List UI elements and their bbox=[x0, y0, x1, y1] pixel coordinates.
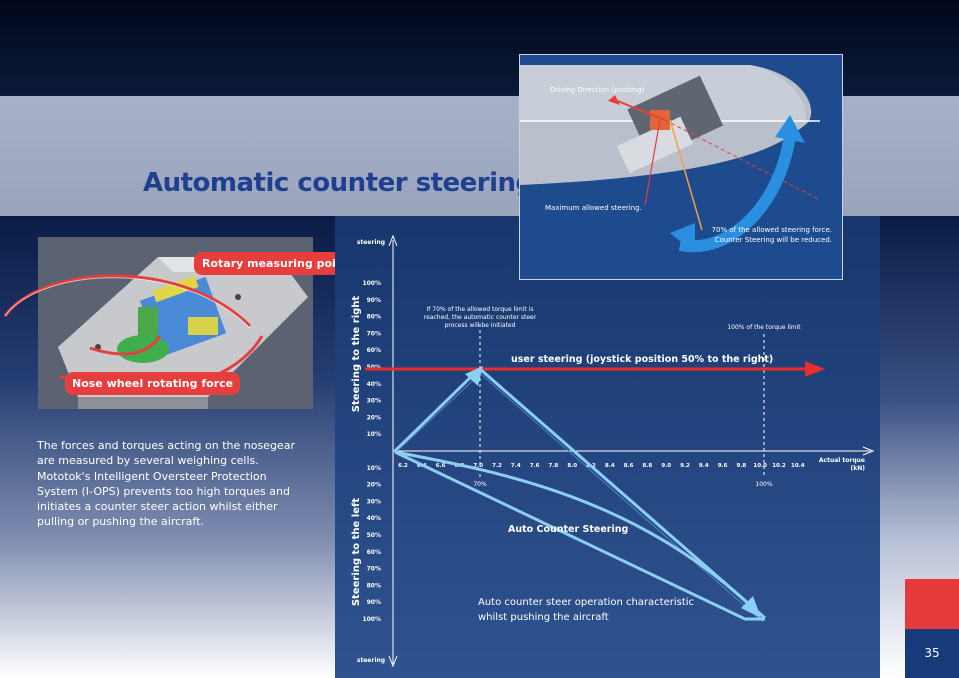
x-tick: 9.0 bbox=[661, 463, 671, 469]
x-tick: 7.6 bbox=[530, 463, 540, 469]
auto-counter-steering-label: Auto Counter Steering bbox=[508, 524, 628, 535]
y-tick-neg: 20% bbox=[367, 482, 381, 489]
x-axis-label: Actual torque bbox=[819, 457, 865, 464]
y-tick-pos: 100% bbox=[362, 280, 381, 287]
x-axis-unit: (kN) bbox=[851, 465, 866, 472]
rotating-force-arcs bbox=[3, 274, 264, 393]
y-tick-pos: 10% bbox=[367, 431, 381, 438]
y-tick-pos: 70% bbox=[367, 330, 381, 337]
aircraft-inset: Driving Direction (pushing) Maximum allo… bbox=[519, 54, 843, 280]
y-tick-neg: 40% bbox=[367, 515, 381, 522]
y-tick-neg: 50% bbox=[367, 532, 381, 539]
nosegear-illustration bbox=[38, 237, 313, 409]
inset-driving-direction: Driving Direction (pushing) bbox=[550, 86, 645, 94]
x-tick: 7.2 bbox=[492, 463, 502, 469]
y-tick-neg: 100% bbox=[362, 616, 381, 623]
y-tick-neg: 10% bbox=[367, 465, 381, 472]
y-tick-neg: 60% bbox=[367, 549, 381, 556]
y-tick-neg: 70% bbox=[367, 566, 381, 573]
inset-reduced-line2: Counter Steering will be reduced. bbox=[715, 236, 832, 244]
page-tab-red bbox=[905, 579, 959, 629]
inset-max-steering: Maximum allowed steering. bbox=[545, 204, 642, 212]
callout-rotary-measuring-point: Rotary measuring point bbox=[194, 252, 357, 275]
torque-steering-chart: steering steering Steering to the right … bbox=[351, 234, 875, 668]
page-number: 35 bbox=[924, 646, 940, 660]
y-tick-pos: 90% bbox=[367, 297, 381, 304]
y-tick-pos: 40% bbox=[367, 381, 381, 388]
x-tick: 9.2 bbox=[680, 463, 690, 469]
x-tick: 7.8 bbox=[549, 463, 559, 469]
y-tick-neg: 30% bbox=[367, 498, 381, 505]
y-tick-pos: 60% bbox=[367, 347, 381, 354]
user-steering-arrowhead bbox=[805, 361, 825, 377]
y-tick-pos: 80% bbox=[367, 314, 381, 321]
x-tick: 10.0 bbox=[753, 463, 767, 469]
y-axis-left-label: Steering to the left bbox=[351, 498, 362, 607]
x-tick: 8.8 bbox=[643, 463, 653, 469]
x-tick: 7.4 bbox=[511, 463, 521, 469]
user-steering-label: user steering (joystick position 50% to … bbox=[511, 354, 773, 365]
x-tick: 6.6 bbox=[436, 463, 446, 469]
x-tick: 9.8 bbox=[737, 463, 747, 469]
x-tick: 10.2 bbox=[772, 463, 786, 469]
y-tick-pos: 30% bbox=[367, 398, 381, 405]
x-tick: 6.2 bbox=[398, 463, 408, 469]
body-paragraph: The forces and torques acting on the nos… bbox=[37, 439, 295, 529]
x-tick: 9.6 bbox=[718, 463, 728, 469]
annotation-70-line2: reached, the automatic counter steer bbox=[424, 314, 537, 321]
y-tick-neg: 80% bbox=[367, 582, 381, 589]
counter-steer-curves bbox=[393, 366, 766, 623]
pushing-characteristic-line1: Auto counter steer operation characteris… bbox=[478, 597, 694, 608]
y-bottom-label: steering bbox=[357, 657, 385, 664]
x-tick: 10.4 bbox=[791, 463, 805, 469]
x-tick: 8.6 bbox=[624, 463, 634, 469]
y-top-label: steering bbox=[357, 239, 385, 246]
chart-panel bbox=[335, 216, 880, 678]
marker-100-label: 100% bbox=[755, 481, 772, 488]
y-tick-neg: 90% bbox=[367, 599, 381, 606]
inset-reduced-line1: 70% of the allowed steering force. bbox=[712, 226, 832, 234]
marker-70-label: 70% bbox=[473, 481, 487, 488]
y-axis-right-label: Steering to the right bbox=[351, 296, 362, 413]
annotation-70-line1: If 70% of the allowed torque limit is bbox=[427, 306, 534, 313]
x-tick: 7.0 bbox=[473, 463, 483, 469]
pushing-characteristic-line2: whilst pushing the aircraft bbox=[478, 612, 609, 623]
y-tick-pos: 20% bbox=[367, 414, 381, 421]
x-tick: 9.4 bbox=[699, 463, 709, 469]
callout-nose-wheel-rotating-force: Nose wheel rotating force bbox=[65, 372, 241, 395]
page-title: Automatic counter steering bbox=[143, 168, 534, 198]
y-tick-labels: 100% 90% 80% 70% 60% 50% 40% 30% 20% 10% 10% 20% 30%… bbox=[362, 280, 381, 623]
x-tick: 8.0 bbox=[567, 463, 577, 469]
aircraft-nose-diagram: Driving Direction (pushing) Maximum allo… bbox=[520, 55, 842, 279]
annotation-70-line3: process will be initiated bbox=[445, 322, 516, 329]
x-tick: 8.4 bbox=[605, 463, 615, 469]
page-tab-blue bbox=[905, 629, 959, 678]
annotation-100: 100% of the torque limit bbox=[727, 324, 801, 331]
